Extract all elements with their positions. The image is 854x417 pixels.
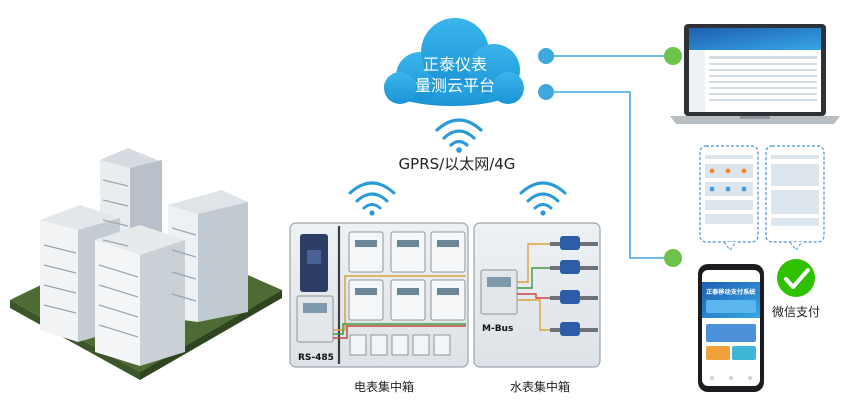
endpoint-node	[664, 249, 682, 267]
wechat-pay-icon	[777, 259, 815, 297]
network-label: GPRS/以太网/4G	[399, 155, 516, 173]
endpoint-node	[664, 47, 682, 65]
phone-title: 正泰移动支付系统	[706, 288, 756, 296]
building-icon	[10, 148, 282, 380]
cloud-icon	[384, 18, 524, 106]
water-box-label: 水表集中箱	[510, 379, 570, 394]
wechat-pay-label: 微信支付	[772, 305, 820, 319]
connector-node	[538, 84, 554, 100]
connector-node	[538, 48, 554, 64]
electric-box-label: 电表集中箱	[354, 379, 414, 394]
cloud-title-line1: 正泰仪表	[423, 55, 487, 74]
connector-lines	[546, 55, 673, 259]
wifi-icon	[348, 181, 396, 210]
laptop-icon	[670, 24, 840, 124]
water-meter-box: M-Bus	[473, 222, 601, 368]
wifi-icon	[435, 118, 483, 147]
electric-meter-box: RS-485	[289, 222, 469, 368]
wifi-icon	[519, 181, 567, 210]
cloud-title-line2: 量测云平台	[415, 76, 495, 95]
mobile-app-screens	[699, 145, 825, 251]
meter-icon	[348, 231, 466, 321]
phone-icon: 正泰移动支付系统	[698, 264, 764, 392]
bus-tag-mbus: M-Bus	[482, 324, 513, 334]
water-meter-icon	[550, 236, 598, 336]
bus-tag-rs485: RS-485	[298, 353, 334, 363]
